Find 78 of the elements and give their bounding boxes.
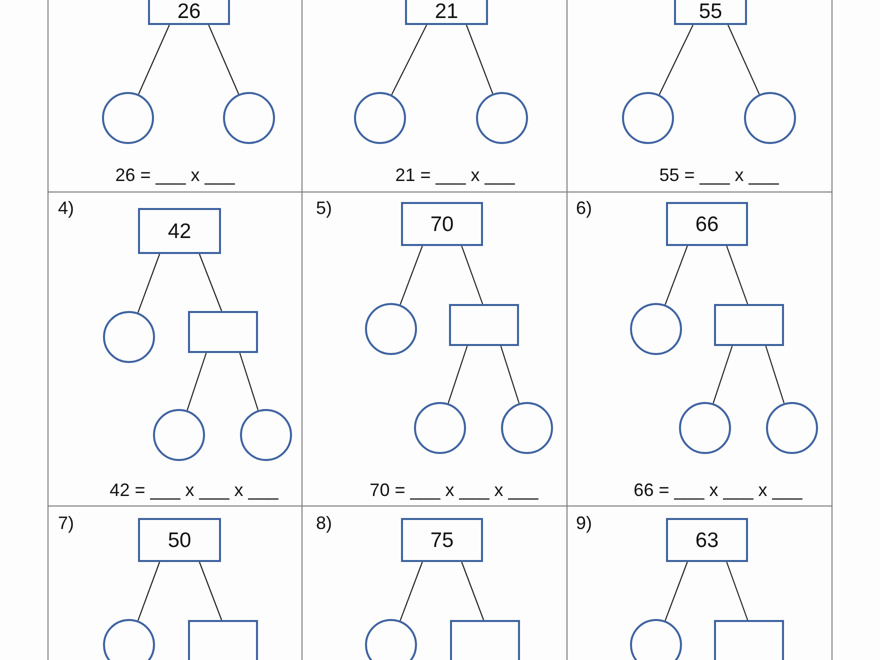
answer-circle [622, 92, 674, 144]
connector-line [500, 346, 520, 404]
problem-number: 7) [58, 513, 74, 534]
connector-line [208, 24, 240, 94]
answer-box [714, 304, 784, 346]
answer-box [188, 311, 258, 353]
connector-line [448, 346, 468, 404]
number-text: 21 [434, 0, 458, 22]
number-text: 66 [695, 214, 719, 234]
number-box [666, 518, 748, 562]
answer-circle [354, 92, 406, 144]
connector-line [198, 562, 222, 620]
answer-circle [365, 303, 417, 355]
equation-text: 55 = ___ x ___ [659, 165, 779, 186]
answer-circle [103, 619, 155, 660]
connector-line [466, 24, 494, 94]
connector-line [664, 562, 688, 621]
answer-circle [365, 619, 417, 660]
connector-line [658, 24, 694, 95]
number-box [674, 0, 747, 25]
connector-line [391, 24, 428, 95]
number-text: 42 [168, 220, 192, 242]
answer-circle [223, 92, 275, 144]
connector-line [726, 246, 748, 304]
equation-text: 21 = ___ x ___ [395, 165, 515, 186]
number-text: 75 [430, 530, 454, 550]
problem-number: 6) [576, 198, 592, 219]
answer-circle [679, 402, 731, 454]
answer-box [188, 620, 258, 660]
connector-line [198, 254, 222, 312]
equation-text: 70 = ___ x ___ x ___ [370, 480, 538, 501]
connector-line [186, 352, 207, 410]
answer-box [714, 620, 784, 660]
connector-line [712, 346, 733, 404]
number-box [138, 518, 221, 562]
answer-box [450, 620, 520, 660]
number-box [401, 518, 483, 562]
connector-line [400, 562, 423, 621]
connector-line [664, 246, 688, 305]
number-box [401, 202, 483, 246]
problem-number: 8) [316, 513, 332, 534]
answer-circle [153, 409, 205, 461]
equation-text: 26 = ___ x ___ [115, 165, 235, 186]
connector-line [726, 562, 748, 620]
connector-line [728, 24, 760, 95]
connector-line [239, 352, 259, 410]
number-box [138, 208, 221, 254]
answer-circle [744, 92, 796, 144]
answer-circle [501, 402, 553, 454]
number-text: 63 [695, 530, 719, 550]
answer-circle [630, 619, 682, 660]
number-text: 26 [177, 0, 201, 22]
answer-circle [414, 402, 466, 454]
connector-line [461, 562, 484, 620]
equation-text: 66 = ___ x ___ x ___ [634, 480, 802, 501]
number-box [405, 0, 488, 25]
answer-box [449, 304, 519, 346]
number-text: 55 [698, 0, 722, 22]
answer-circle [103, 311, 155, 363]
connector-line [138, 24, 170, 94]
number-text: 70 [430, 214, 454, 234]
problem-number: 4) [58, 198, 74, 219]
connector-line [400, 246, 423, 305]
answer-circle [766, 402, 818, 454]
number-box [148, 0, 230, 25]
answer-circle [630, 303, 682, 355]
connector-line [137, 254, 160, 313]
answer-circle [240, 409, 292, 461]
number-text: 50 [168, 530, 192, 550]
problem-number: 9) [576, 513, 592, 534]
connector-line [461, 246, 484, 304]
connector-line [765, 346, 785, 404]
connector-line [137, 562, 160, 621]
equation-text: 42 = ___ x ___ x ___ [110, 480, 278, 501]
answer-circle [102, 92, 154, 144]
problem-number: 5) [316, 198, 332, 219]
answer-circle [476, 92, 528, 144]
number-box [666, 202, 748, 246]
